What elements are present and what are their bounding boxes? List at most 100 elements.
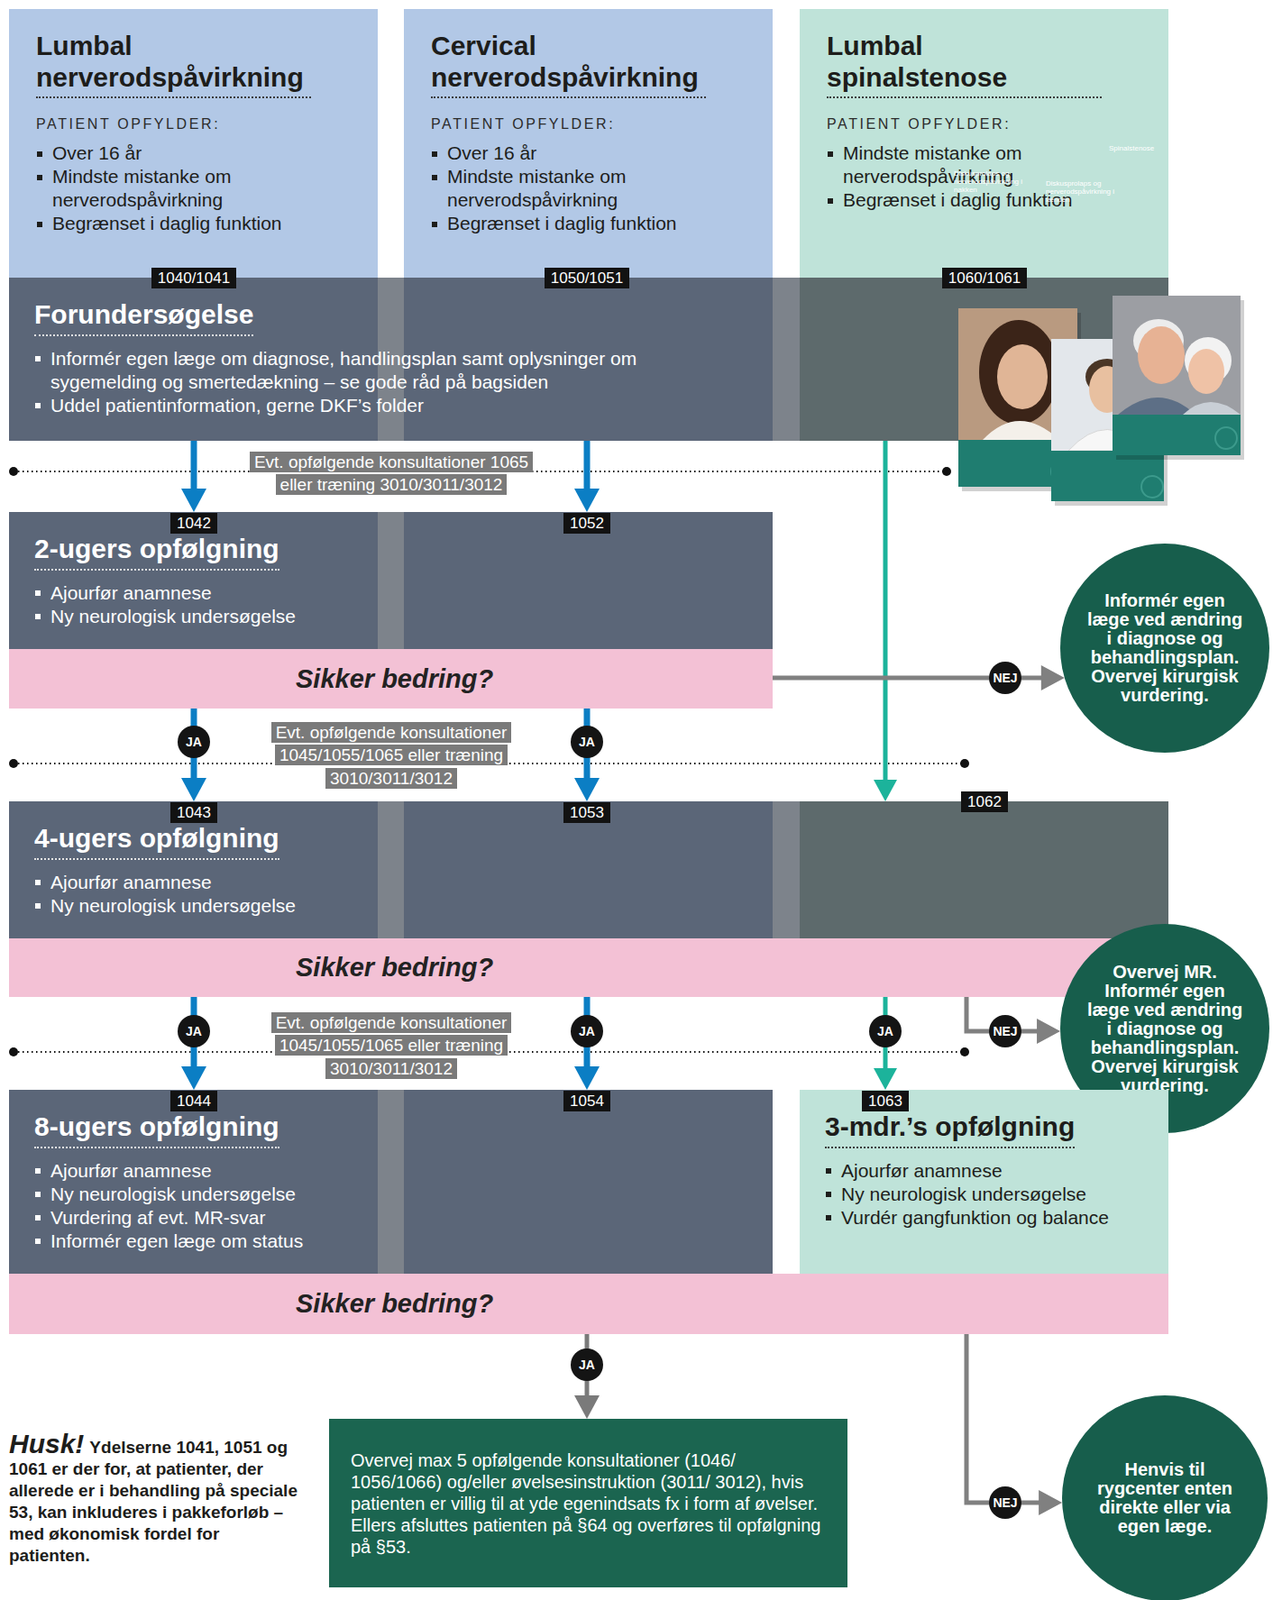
arrow-head: [873, 1068, 898, 1090]
heading: 8-ugers opfølgning: [34, 1111, 280, 1149]
arrow-head: [1038, 1490, 1063, 1516]
arrow-head: [181, 488, 207, 513]
step-box: 3-mdr.’s opfølgningAjourfør anamneseNy n…: [799, 1089, 1169, 1274]
heading: 3-mdr.’s opfølgning: [824, 1111, 1075, 1149]
service-code: 1052: [563, 512, 611, 534]
brochure-title: Diskusprolaps og nerverodspåvirkning i n…: [953, 169, 1034, 194]
service-code: 1043: [170, 802, 218, 824]
answer-badge: NEJ: [989, 1486, 1022, 1520]
criteria-caption: PATIENT OPFYLDER:: [36, 116, 351, 133]
criteria-caption: PATIENT OPFYLDER:: [826, 116, 1142, 133]
bullet-item: Vurdering af evt. MR-svar: [34, 1206, 673, 1230]
decision-band: Sikker bedring?: [9, 1273, 1169, 1335]
arrow-head: [574, 1066, 600, 1090]
bullet-item: Begrænset i daglig funktion: [430, 211, 746, 236]
circle-text: Informér egen læge ved ændring i diagnos…: [1083, 591, 1246, 706]
service-code: 1060/1061: [942, 267, 1027, 289]
decision-question: Sikker bedring?: [295, 1289, 494, 1319]
reminder-note: Husk!Ydelserne 1041, 1051 og 1061 er der…: [9, 1433, 303, 1567]
answer-badge: JA: [869, 1015, 902, 1048]
answer-badge: NEJ: [989, 1015, 1022, 1048]
step-band: 2-ugers opfølgningAjourfør anamneseNy ne…: [9, 512, 773, 650]
guide-dot: [9, 1047, 19, 1057]
brochure-illustration: [946, 286, 1254, 513]
decision-question: Sikker bedring?: [295, 664, 494, 695]
criteria-column: Cervical nerverodspåvirkningPATIENT OPFY…: [403, 9, 773, 278]
answer-badge: JA: [570, 725, 604, 759]
arrow-head: [181, 1066, 207, 1090]
bullet-item: Ajourfør anamnese: [34, 1159, 673, 1183]
note-wrapper: Evt. opfølgende konsultationer 1045/1055…: [256, 1011, 527, 1080]
bullet-item: Uddel patientinformation, gerne DKF’s fo…: [34, 393, 673, 418]
criteria-caption: PATIENT OPFYLDER:: [430, 116, 746, 133]
heading: 4-ugers opfølgning: [34, 823, 280, 861]
arrow-head: [574, 778, 600, 802]
arrow-head: [181, 778, 207, 802]
arrow-line: [966, 1334, 1046, 1503]
criteria-column: Lumbal nerverodspåvirkningPATIENT OPFYLD…: [9, 9, 378, 278]
bullet-item: Ny neurologisk undersøgelse: [824, 1182, 1144, 1207]
arrow-line: [584, 440, 591, 496]
heading: Lumbal spinalstenose: [826, 30, 1102, 99]
service-code: 1062: [961, 791, 1008, 813]
interval-note: Evt. opfølgende konsultationer 1045/1055…: [271, 1012, 513, 1079]
service-code: 1054: [563, 1090, 611, 1112]
answer-badge: JA: [570, 1348, 604, 1382]
bullet-item: Ajourfør anamnese: [34, 870, 673, 895]
criteria-column: Lumbal spinalstenosePATIENT OPFYLDER:Min…: [799, 9, 1169, 278]
decision-band: Sikker bedring?: [9, 938, 1169, 998]
guide-dot: [942, 467, 952, 477]
bullet-item: Informér egen læge om diagnose, handling…: [34, 347, 673, 394]
arrow-line: [883, 440, 889, 787]
heading: Cervical nerverodspåvirkning: [430, 30, 706, 99]
step-band: 8-ugers opfølgningAjourfør anamneseNy ne…: [9, 1089, 773, 1274]
bullet-item: Mindste mistanke om nerverodspåvirkning: [36, 164, 351, 212]
guide-dot: [960, 1047, 970, 1057]
bullet-item: Mindste mistanke om nerverodspåvirkning: [430, 164, 746, 212]
answer-badge: JA: [177, 1015, 211, 1048]
arrow-head: [1041, 665, 1065, 691]
bullet-item: Over 16 år: [430, 141, 746, 165]
circle-text: Overvej MR. Informér egen læge ved ændri…: [1083, 962, 1246, 1096]
bullet-item: Over 16 år: [36, 141, 351, 165]
service-code: 1044: [170, 1090, 218, 1112]
interval-note: Evt. opfølgende konsultationer 1065 elle…: [249, 451, 533, 495]
bullet-item: Informér egen læge om status: [34, 1229, 673, 1254]
action-circle: Informér egen læge ved ændring i diagnos…: [1060, 543, 1270, 753]
bullet-item: Ny neurologisk undersøgelse: [34, 894, 673, 918]
answer-badge: NEJ: [989, 661, 1022, 695]
guide-dot: [9, 467, 19, 477]
decision-band: Sikker bedring?: [9, 649, 773, 709]
guide-dot: [9, 759, 19, 769]
interval-note: Evt. opfølgende konsultationer 1045/1055…: [271, 722, 513, 788]
box-text: Overvej max 5 opfølgende konsultationer …: [350, 1449, 826, 1558]
flow-arrow: [966, 1334, 1063, 1516]
arrow-line: [191, 440, 198, 496]
bullet-item: Ny neurologisk undersøgelse: [34, 604, 673, 629]
reminder-title: Husk!: [9, 1428, 84, 1459]
service-code: 1050/1051: [544, 267, 630, 289]
heading: Lumbal nerverodspåvirkning: [36, 30, 312, 99]
note-wrapper: Evt. opfølgende konsultationer 1045/1055…: [256, 721, 527, 789]
service-code: 1040/1041: [151, 267, 237, 289]
service-code: 1063: [861, 1090, 909, 1112]
flow-arrow: [574, 440, 600, 513]
heading: 2-ugers opfølgning: [34, 533, 280, 571]
note-wrapper: Evt. opfølgende konsultationer 1065 elle…: [238, 450, 545, 496]
flow-arrow: [181, 440, 207, 513]
arrow-head: [1036, 1018, 1061, 1045]
action-circle: Henvis til rygcenter enten direkte eller…: [1062, 1395, 1268, 1600]
heading: Forundersøgelse: [34, 299, 254, 337]
brochure-title: Diskusprolaps og nerverodspåvirkning i l…: [1045, 179, 1136, 204]
brochure-title: Spinalstenose: [1108, 144, 1191, 153]
bullet-item: Ny neurologisk undersøgelse: [34, 1182, 673, 1207]
circle-text: Henvis til rygcenter enten direkte eller…: [1083, 1460, 1246, 1537]
guide-dot: [960, 759, 970, 769]
step-band: ForundersøgelseInformér egen læge om dia…: [9, 277, 1169, 441]
answer-badge: JA: [177, 725, 211, 759]
service-code: 1053: [563, 802, 611, 824]
answer-badge: JA: [570, 1015, 604, 1048]
bullet-item: Ajourfør anamnese: [824, 1159, 1144, 1183]
flow-arrow: [873, 440, 898, 802]
bullet-item: Begrænset i daglig funktion: [36, 211, 351, 236]
